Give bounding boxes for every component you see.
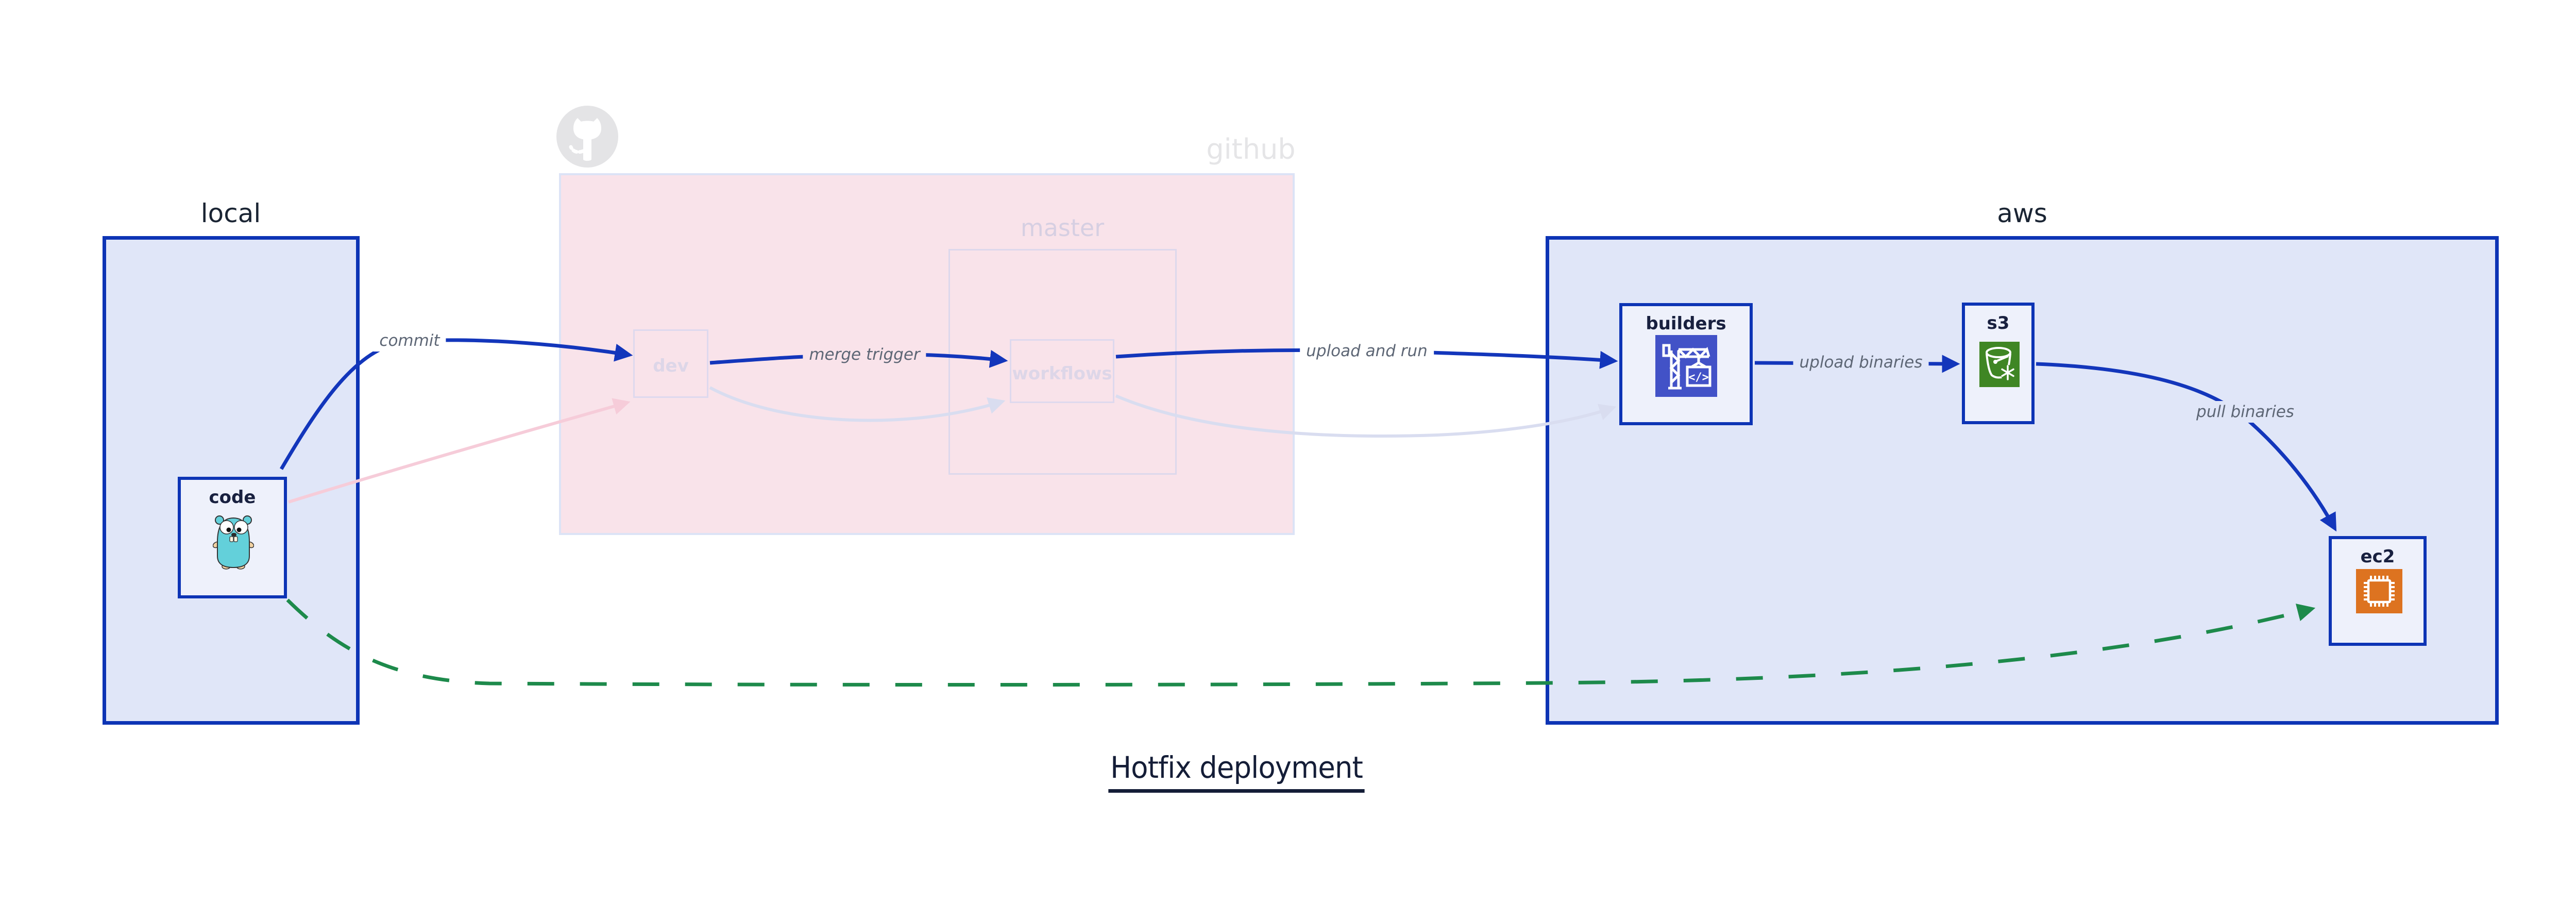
codebuild-code-glyph: </> [1688,371,1709,384]
s3-glacier-bucket-icon [1979,342,2020,389]
edge-label-commit: commit [373,330,446,352]
go-gopher-icon [212,512,255,572]
node-s3: s3 [1962,303,2035,424]
edge-label-pull-binaries: pull binaries [2190,401,2300,423]
aws-group-label: aws [1997,198,2047,228]
node-builders: builders </> [1619,303,1753,425]
node-dev-label: dev [653,356,689,376]
node-ec2-label: ec2 [2360,546,2395,567]
node-workflows-label: workflows [1012,363,1112,384]
ec2-chip-icon [2356,569,2402,615]
github-group-label: github [1206,133,1296,165]
node-ec2: ec2 [2329,536,2427,646]
node-workflows: workflows [1010,339,1114,403]
node-builders-label: builders [1646,313,1726,334]
node-code-label: code [209,487,256,508]
master-branch-label: master [1020,214,1105,242]
codebuild-crane-icon: </> [1655,335,1717,399]
diagram-title: Hotfix deployment [1108,750,1365,793]
node-code: code [178,477,287,598]
node-dev: dev [633,329,708,398]
local-group-label: local [200,198,261,228]
edge-label-upload-binaries: upload binaries [1793,352,1929,373]
node-s3-label: s3 [1987,313,2010,333]
edge-label-upload-and-run: upload and run [1300,340,1434,362]
github-octocat-icon [556,106,618,168]
edge-label-merge-trigger: merge trigger [803,344,926,365]
